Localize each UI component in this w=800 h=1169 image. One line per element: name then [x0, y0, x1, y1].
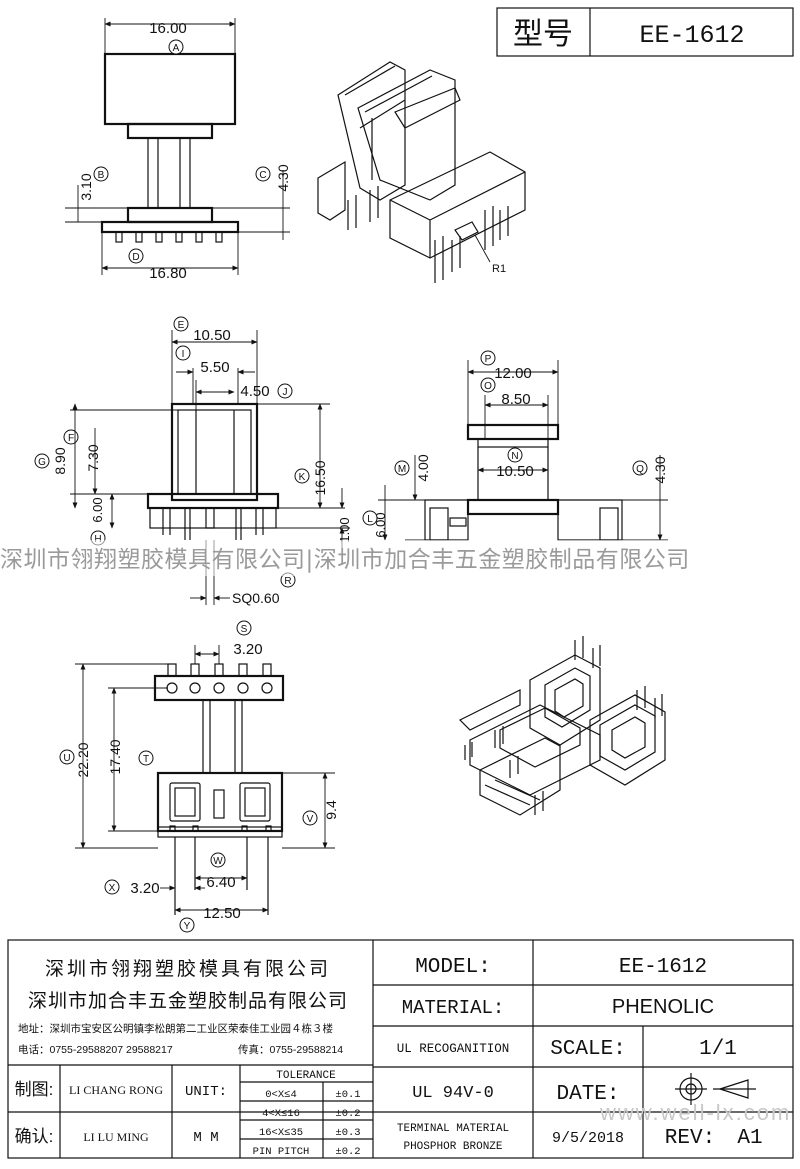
dim-G-value: 8.90	[52, 447, 68, 474]
dim-G-tag: G	[38, 457, 46, 468]
dim-B-tag: B	[98, 170, 105, 181]
material-value: PHENOLIC	[612, 996, 714, 1018]
dim-F-tag: F	[68, 433, 74, 444]
dim-L-value: 1.00	[337, 517, 352, 542]
view-end-elevation: 12.00 P 8.50 O 10.50 N 4.00 M 6.00 L 4.3…	[362, 350, 668, 541]
dim-B-value: 3.10	[78, 173, 94, 200]
header-box: 型号 EE-1612	[496, 7, 794, 57]
dim-R-tag: R	[284, 576, 291, 587]
dim-P-value: 12.00	[494, 365, 532, 382]
tol-value-2: ±0.2	[335, 1108, 360, 1120]
dim-H-tag: H	[94, 534, 101, 545]
dim-D-tag: D	[132, 252, 139, 263]
dim-F-value: 7.30	[85, 444, 101, 471]
dim-S-value: 3.20	[233, 641, 262, 658]
dim-H-value: 6.00	[90, 497, 105, 522]
dim-T-value: 17.40	[107, 739, 123, 774]
dim-K-value: 16.50	[312, 460, 328, 495]
tol-value-1: ±0.1	[335, 1089, 360, 1101]
tol-range-3: 16<X≤35	[259, 1127, 303, 1139]
company-fax: 传真：0755-29588214	[238, 1043, 343, 1056]
watermark-site: www.well-lx.com	[600, 1100, 792, 1125]
tol-range-4: PIN PITCH	[253, 1146, 310, 1158]
dim-M-value: 4.00	[415, 454, 431, 481]
model-label: MODEL:	[415, 956, 491, 979]
type-label: 型号	[513, 18, 573, 51]
ul-label: UL RECOGANITION	[397, 1042, 510, 1056]
dim-W-value: 6.40	[206, 874, 235, 891]
tol-range-2: 4<X≤16	[262, 1108, 300, 1120]
dim-M-tag: M	[398, 464, 406, 475]
view-front-top: 16.00 A 3.10 B 4.30 C 16.80 D	[65, 18, 291, 282]
company-name-1: 深圳市翎翔塑胶模具有限公司	[45, 958, 331, 980]
dim-R-value: SQ0.60	[232, 590, 280, 606]
drawn-label: 制图:	[15, 1080, 54, 1099]
dim-A-value: 16.00	[149, 20, 187, 37]
scale-label: SCALE:	[550, 1038, 626, 1061]
company-name-2: 深圳市加合丰五金塑胶制品有限公司	[28, 990, 348, 1012]
dim-X-tag: X	[109, 883, 116, 894]
dim-V-tag: V	[307, 814, 314, 825]
date-label: DATE:	[556, 1083, 619, 1106]
dim-C-tag: C	[259, 170, 266, 181]
dim-N-value: 10.50	[496, 463, 534, 480]
terminal-value: PHOSPHOR BRONZE	[403, 1141, 502, 1153]
dim-Y-tag: Y	[184, 921, 191, 932]
dim-I-value: 5.50	[200, 359, 229, 376]
dim-J-value: 4.50	[240, 383, 269, 400]
dim-U-value: 22.20	[75, 742, 91, 777]
dim-K-tag: K	[299, 472, 306, 483]
r1-label: R1	[492, 263, 506, 275]
unit-label: UNIT:	[185, 1084, 227, 1100]
drawn-by: LI CHANG RONG	[69, 1083, 163, 1097]
terminal-label: TERMINAL MATERIAL	[397, 1123, 509, 1135]
dim-W-tag: W	[213, 856, 223, 867]
header-model: EE-1612	[639, 21, 744, 50]
dim-C-value: 4.30	[275, 164, 291, 191]
ul-value: UL 94V-0	[412, 1084, 494, 1103]
dim-I-tag: I	[182, 349, 185, 360]
dim-X-value: 3.20	[130, 880, 159, 897]
dim-L2-tag: L	[367, 514, 373, 525]
dim-E-tag: E	[178, 320, 185, 331]
projection-symbol-icon	[675, 1073, 756, 1105]
dim-V-value: 9.4	[323, 800, 339, 820]
company-phone: 电话：0755-29588207 29588217	[18, 1043, 173, 1056]
material-label: MATERIAL:	[402, 997, 505, 1019]
tolerance-header: TOLERANCE	[276, 1070, 336, 1082]
dim-P-tag: P	[485, 354, 492, 365]
tol-value-4: ±0.2	[335, 1146, 360, 1158]
check-label: 确认:	[15, 1127, 54, 1146]
view-plan: 3.20 S 22.20 U 17.40 T 9.4 V 6.40 W 3.20…	[59, 620, 339, 933]
unit-value: M M	[193, 1130, 218, 1146]
view-isometric-2	[458, 636, 666, 816]
watermark-banner: 深圳市翎翔塑胶模具有限公司|深圳市加合丰五金塑胶制品有限公司	[0, 540, 800, 576]
tol-value-3: ±0.3	[335, 1127, 360, 1139]
dim-D-value: 16.80	[149, 265, 187, 282]
dim-N-tag: N	[511, 451, 518, 462]
title-block: 深圳市翎翔塑胶模具有限公司 深圳市加合丰五金塑胶制品有限公司 地址：深圳市宝安区…	[7, 939, 794, 1159]
dim-S-tag: S	[241, 624, 248, 635]
dim-O-tag: O	[484, 381, 492, 392]
dim-Q-value: 4.30	[652, 456, 668, 483]
checked-by: LI LU MING	[83, 1130, 149, 1144]
view-isometric-1	[317, 61, 526, 283]
dim-E-value: 10.50	[193, 327, 231, 344]
company-address: 地址：深圳市宝安区公明镇李松朗第二工业区荣泰佳工业园４栋３楼	[18, 1022, 333, 1035]
date-value: 9/5/2018	[552, 1130, 624, 1147]
rev-value: A1	[737, 1127, 762, 1150]
dim-J-tag: J	[283, 387, 288, 398]
dim-A-tag: A	[173, 43, 180, 54]
dim-T-tag: T	[143, 754, 149, 765]
scale-value: 1/1	[699, 1038, 737, 1061]
tol-range-1: 0<X≤4	[265, 1089, 297, 1101]
dim-U-tag: U	[63, 753, 70, 764]
dim-Y-value: 12.50	[203, 905, 241, 922]
dim-Q-tag: Q	[636, 464, 644, 475]
rev-label: REV:	[665, 1127, 715, 1150]
model-value: EE-1612	[619, 956, 707, 979]
dim-O-value: 8.50	[501, 391, 530, 408]
